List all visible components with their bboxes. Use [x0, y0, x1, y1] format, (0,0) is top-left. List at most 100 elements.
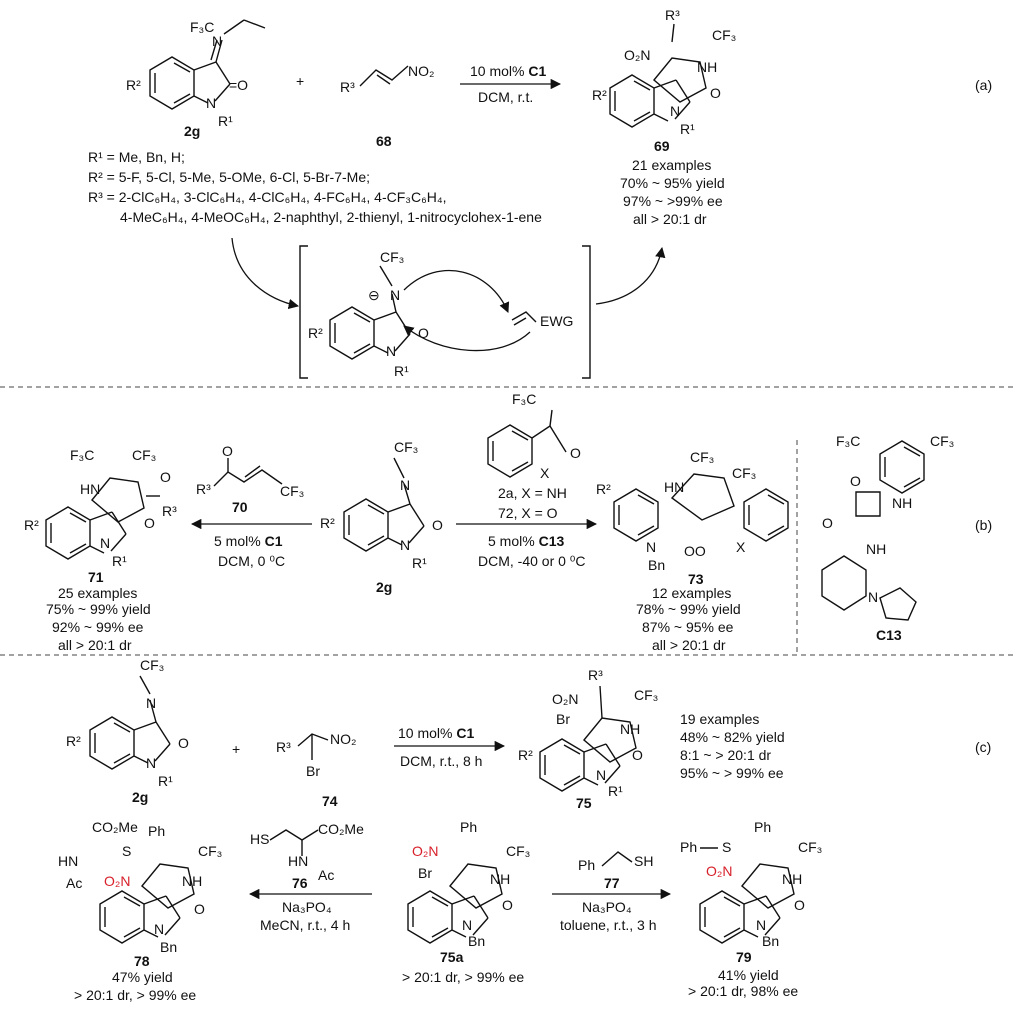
structure-71: F₃C CF₃ HN O R³ O N R² R¹ 71: [24, 447, 177, 585]
69-n: N: [670, 103, 680, 119]
plus-c: +: [232, 741, 240, 757]
label-71: 71: [88, 569, 104, 585]
res75-dr: 8:1 ~ > 20:1 dr: [680, 747, 771, 763]
structure-70: O R³ CF₃ 70: [196, 443, 304, 515]
cond76-base: Na₃PO₄: [282, 899, 332, 915]
2g-r1: R¹: [218, 113, 233, 129]
structure-78: CO₂Me Ph S CF₃ HN Ac O₂N NH O N Bn 78: [58, 819, 222, 969]
panel-b: F₃C CF₃ HN O R³ O N R² R¹ 71 25 examples…: [24, 391, 954, 653]
73-cf3-a: CF₃: [690, 449, 714, 465]
2a-o: O: [570, 445, 581, 461]
78-cf3: CF₃: [198, 843, 222, 859]
label-70: 70: [232, 499, 248, 515]
int-ring-n: N: [386, 343, 396, 359]
71-o: O: [144, 515, 155, 531]
73-oo: OO: [684, 543, 706, 559]
69-cf3: CF₃: [712, 27, 736, 43]
75-n: N: [596, 767, 606, 783]
structure-2g-a: F₃C N =O N R² R¹ 2g: [126, 19, 266, 139]
78-co2me: CO₂Me: [92, 819, 138, 835]
78-s: S: [122, 843, 131, 859]
structure-2g-c: CF₃ N O N R² R¹ 2g: [66, 657, 189, 805]
res75-examples: 19 examples: [680, 711, 759, 727]
res79-sel: > 20:1 dr, 98% ee: [688, 983, 798, 999]
plus-a: +: [296, 73, 304, 89]
2gb-r1: R¹: [412, 555, 427, 571]
structure-2a-72: F₃C O X 2a, X = NH 72, X = O: [487, 391, 581, 521]
res71-examples: 25 examples: [58, 585, 137, 601]
2gc-r2: R²: [66, 733, 81, 749]
71-cf3-left: F₃C: [70, 447, 94, 463]
structure-73: CF₃ CF₃ HN R² N Bn OO X 73: [596, 449, 789, 587]
79-ph: Ph: [754, 819, 771, 835]
substituents-r2: R² = 5-F, 5-Cl, 5-Me, 5-OMe, 6-Cl, 5-Br-…: [88, 169, 370, 185]
label-2g-b: 2g: [376, 579, 392, 595]
75-cf3: CF₃: [634, 687, 658, 703]
78-ac: Ac: [66, 875, 82, 891]
75-o2n: O₂N: [552, 691, 578, 707]
c13-o-top: O: [850, 473, 861, 489]
substituents-r3-line1: R³ = 2-ClC₆H₄, 3-ClC₆H₄, 4-ClC₆H₄, 4-FC₆…: [88, 189, 446, 205]
70-o: O: [222, 443, 233, 459]
2g-cf3-label: F₃C: [190, 19, 214, 35]
73-bn: Bn: [648, 557, 665, 573]
label-68: 68: [376, 133, 392, 149]
c13-nh-b: NH: [866, 541, 886, 557]
2gb-r2: R²: [320, 515, 335, 531]
75-o: O: [632, 747, 643, 763]
73-n: N: [646, 539, 656, 555]
2a-cf3: F₃C: [512, 391, 536, 407]
panel-c: CF₃ N O N R² R¹ 2g + R³ NO₂ Br 74 10 mol…: [58, 657, 822, 1003]
panel-label-a: (a): [975, 77, 992, 93]
label-2a: 2a, X = NH: [498, 485, 567, 501]
cond-c-top: 10 mol% C1: [398, 725, 474, 741]
73-hn: HN: [664, 479, 684, 495]
2a-x: X: [540, 465, 550, 481]
panel-label-b: (b): [975, 517, 992, 533]
68-r3: R³: [340, 79, 355, 95]
71-n: N: [100, 535, 110, 551]
cond76-solv: MeCN, r.t., 4 h: [260, 917, 350, 933]
result-69-examples: 21 examples: [632, 157, 711, 173]
c13-nh-a: NH: [892, 495, 912, 511]
75-r1: R¹: [608, 783, 623, 799]
res79-yield: 41% yield: [718, 967, 779, 983]
74-no2: NO₂: [330, 731, 356, 747]
69-nh: NH: [697, 59, 717, 75]
75a-br: Br: [418, 865, 432, 881]
75-nh: NH: [620, 721, 640, 737]
76-hn: HN: [288, 853, 308, 869]
label-79: 79: [736, 949, 752, 965]
result-69-ee: 97% ~ >99% ee: [623, 193, 723, 209]
75a-o: O: [502, 897, 513, 913]
cond77-solv: toluene, r.t., 3 h: [560, 917, 657, 933]
structure-74: R³ NO₂ Br 74: [276, 731, 356, 809]
structure-79: Ph Ph S CF₃ O₂N NH O N Bn 79: [680, 819, 822, 965]
res73-examples: 12 examples: [652, 585, 731, 601]
79-s: S: [722, 839, 731, 855]
intermediate-bracket: CF₃ ⊖ N O N R² R¹ EWG: [299, 245, 591, 379]
79-o: O: [794, 897, 805, 913]
76-hs: HS: [250, 831, 269, 847]
73-x: X: [736, 539, 746, 555]
cond-c-bottom: DCM, r.t., 8 h: [400, 753, 482, 769]
69-o2n: O₂N: [624, 47, 650, 63]
2g-ring-n: N: [206, 95, 216, 111]
76-co2me: CO₂Me: [318, 821, 364, 837]
74-r3: R³: [276, 739, 291, 755]
res71-dr: all > 20:1 dr: [58, 637, 132, 653]
int-o: O: [418, 325, 429, 341]
res73-ee: 87% ~ 95% ee: [642, 619, 734, 635]
label-2g-a: 2g: [184, 123, 200, 139]
79-ph-bn: Ph: [680, 839, 697, 855]
res73-yield: 78% ~ 99% yield: [636, 601, 741, 617]
int-ewg: EWG: [540, 313, 573, 329]
69-r3: R³: [665, 7, 680, 23]
label-75a: 75a: [440, 949, 464, 965]
int-r1: R¹: [394, 363, 409, 379]
conditions-a-bottom: DCM, r.t.: [478, 89, 533, 105]
2g-r2: R²: [126, 77, 141, 93]
79-o2n: O₂N: [706, 863, 732, 879]
2g-imine-n: N: [212, 33, 222, 49]
2g-carbonyl-o: =O: [229, 77, 248, 93]
